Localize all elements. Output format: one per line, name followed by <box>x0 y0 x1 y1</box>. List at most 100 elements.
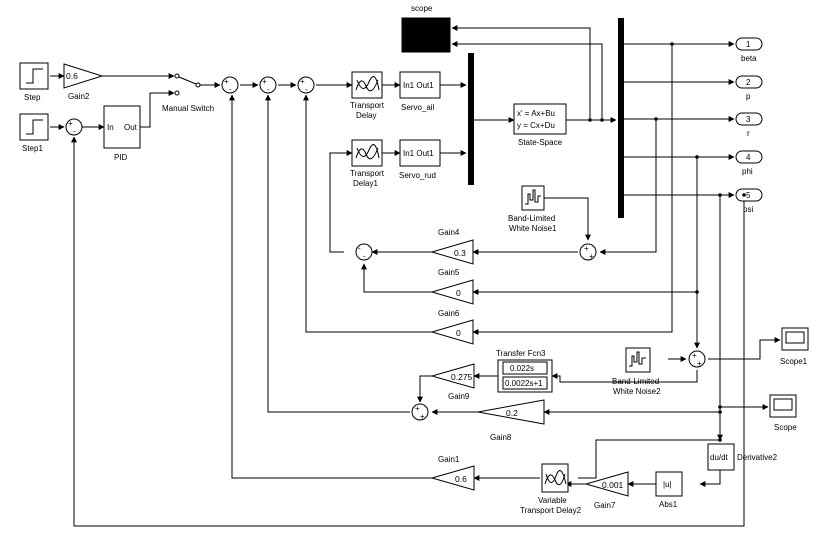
variable-transport-delay2[interactable]: Variable Transport Delay2 <box>520 463 582 515</box>
svg-text:+: + <box>692 351 697 360</box>
gain4-block[interactable]: 0.3 Gain4 <box>430 228 474 265</box>
scope-top[interactable]: scope <box>401 4 451 53</box>
sum5[interactable]: ++ <box>411 403 429 421</box>
transport-delay[interactable]: Transport Delay <box>350 71 385 120</box>
blwn1[interactable]: Band-Limited White Noise1 <box>508 185 557 233</box>
gain2-label: Gain2 <box>68 92 90 101</box>
servo-ail-label: Servo_ail <box>401 103 435 112</box>
pid-block[interactable]: In Out PID <box>103 105 141 162</box>
gain1-value: 0.6 <box>455 474 467 484</box>
outport-name: psi <box>743 205 753 214</box>
derivative2-value: du/dt <box>710 453 729 462</box>
gain1-block[interactable]: 0.6 Gain1 <box>430 455 475 491</box>
td1-label-2: Delay1 <box>353 179 378 188</box>
svg-text:+: + <box>262 77 267 86</box>
outport-name: r <box>747 129 750 138</box>
gain6-value: 0 <box>456 328 461 338</box>
pid-in: In <box>107 123 114 132</box>
gain7-block[interactable]: 0.001 Gain7 <box>584 471 629 510</box>
td-label-2: Delay <box>356 111 376 120</box>
gain5-value: 0 <box>456 288 461 298</box>
manual-switch[interactable]: Manual Switch <box>162 73 214 113</box>
step-block[interactable]: Step <box>19 62 49 102</box>
pid-label: PID <box>114 153 128 162</box>
sum4[interactable]: -- <box>355 243 373 261</box>
gain8-block[interactable]: 0.2 Gain8 <box>477 399 545 442</box>
outport-name: beta <box>741 54 757 63</box>
svg-text:-: - <box>73 127 76 136</box>
gain8-label: Gain8 <box>490 433 512 442</box>
gain1-label: Gain1 <box>438 455 460 464</box>
vtd2-label-2: Transport Delay2 <box>520 506 582 515</box>
gain6-block[interactable]: 0 Gain6 <box>430 309 474 345</box>
gain5-block[interactable]: 0 Gain5 <box>430 268 474 305</box>
step-label: Step <box>24 93 41 102</box>
outport-num: 5 <box>746 191 751 200</box>
gain9-value: 0.275 <box>451 372 473 382</box>
svg-text:+: + <box>589 252 594 261</box>
svg-text:+: + <box>68 119 73 128</box>
outport-phi[interactable]: 4 phi <box>735 150 763 176</box>
outport-p[interactable]: 2 p <box>735 75 763 101</box>
sum-step1[interactable]: +- <box>65 118 83 136</box>
blwn1-label: Band-Limited <box>508 214 555 223</box>
servo-ail[interactable]: In1 Out1 Servo_ail <box>399 71 441 112</box>
servo-rud[interactable]: In1 Out1 Servo_rud <box>399 139 441 180</box>
servo-ail-ports: In1 Out1 <box>403 81 434 90</box>
outport-r[interactable]: 3 r <box>735 112 763 138</box>
gain2-block[interactable]: 0.6 Gain2 <box>63 63 104 101</box>
outport-num: 1 <box>746 40 751 49</box>
scope1-block[interactable]: Scope1 <box>780 327 809 366</box>
mux-bar[interactable] <box>468 53 474 185</box>
outport-beta[interactable]: 1 beta <box>735 37 763 63</box>
tf-den: 0.0022s+1 <box>505 379 543 388</box>
svg-text:+: + <box>420 412 425 421</box>
svg-text:+: + <box>697 359 702 368</box>
scope-top-label: scope <box>411 4 433 13</box>
scope-label: Scope <box>774 423 797 432</box>
blwn2[interactable]: Band-Limited White Noise2 <box>612 347 661 396</box>
step1-block[interactable]: Step1 <box>19 113 49 153</box>
demux-bar[interactable] <box>618 18 624 218</box>
svg-text:+: + <box>584 244 589 253</box>
td1-label: Transport <box>350 169 385 178</box>
transfer-fcn3[interactable]: 0.022s 0.0022s+1 Transfer Fcn3 <box>496 349 553 393</box>
sum3[interactable]: +- <box>297 76 315 94</box>
blwn2-label-2: White Noise2 <box>613 387 661 396</box>
junction-dots <box>588 42 746 442</box>
svg-text:-: - <box>358 244 361 253</box>
blwn2-label: Band-Limited <box>612 377 659 386</box>
gain5-label: Gain5 <box>438 268 460 277</box>
outport-psi[interactable]: 5 psi <box>735 188 763 214</box>
sum2[interactable]: +- <box>259 76 277 94</box>
scope1-label: Scope1 <box>780 357 808 366</box>
sum-blwn2[interactable]: ++ <box>688 350 706 368</box>
gain6-label: Gain6 <box>438 309 460 318</box>
tf-label: Transfer Fcn3 <box>496 349 546 358</box>
gain7-value: 0.001 <box>602 480 624 490</box>
svg-text:+: + <box>300 77 305 86</box>
tf-num: 0.022s <box>510 364 534 373</box>
transport-delay1[interactable]: Transport Delay1 <box>350 139 385 188</box>
td-label: Transport <box>350 101 385 110</box>
outport-num: 4 <box>746 153 751 162</box>
sum-blwn1[interactable]: ++ <box>579 243 597 261</box>
derivative2[interactable]: du/dt Derivative2 <box>707 443 778 471</box>
abs1[interactable]: |u| Abs1 <box>655 471 683 509</box>
abs1-label: Abs1 <box>659 500 678 509</box>
svg-text:-: - <box>267 85 270 94</box>
sum1[interactable]: +- <box>221 76 239 94</box>
gain7-label: Gain7 <box>594 501 616 510</box>
servo-rud-label: Servo_rud <box>399 171 436 180</box>
outport-name: p <box>746 92 751 101</box>
gain4-value: 0.3 <box>454 248 466 258</box>
state-space[interactable]: x' = Ax+Bu y = Cx+Du State-Space <box>513 103 567 147</box>
ss-label: State-Space <box>518 138 563 147</box>
gain2-value: 0.6 <box>66 71 78 81</box>
servo-rud-ports: In1 Out1 <box>403 149 434 158</box>
ss-eq2: y = Cx+Du <box>517 121 555 130</box>
scope-block[interactable]: Scope <box>769 394 797 432</box>
gain9-block[interactable]: 0.275 Gain9 <box>430 363 475 401</box>
gain8-value: 0.2 <box>506 408 518 418</box>
svg-text:+: + <box>415 404 420 413</box>
